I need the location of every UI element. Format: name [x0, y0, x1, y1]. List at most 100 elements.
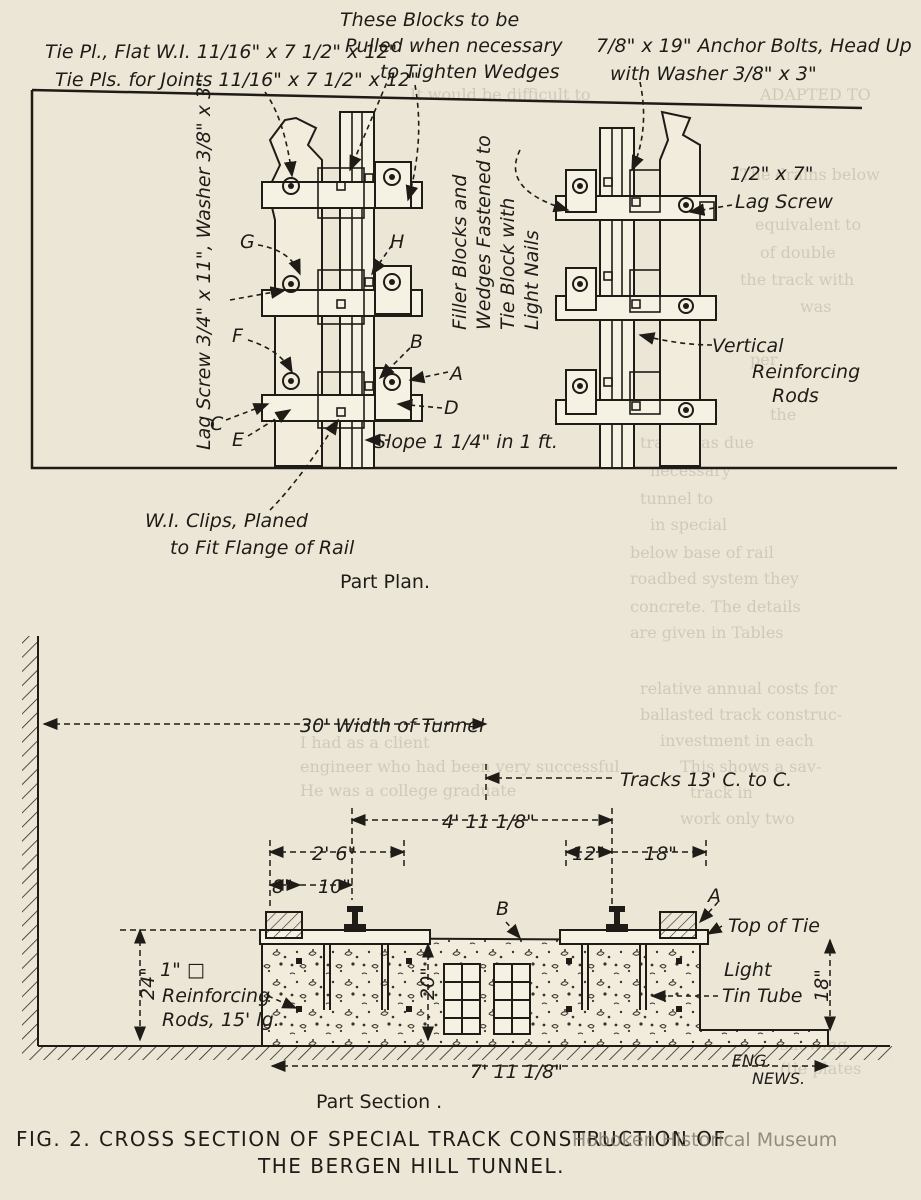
- bleed-line: I had as a client: [300, 733, 430, 752]
- blocks-label-3: to Tighten Wedges: [380, 61, 560, 83]
- bleed-line: relative annual costs for: [640, 679, 837, 698]
- leader-a: [408, 370, 449, 384]
- tie-plates-joints-label: Tie Pls. for Joints 11/16" x 7 1/2" x 12…: [55, 69, 419, 91]
- section-letter-a: A: [706, 885, 721, 907]
- filler-line-3: Tie Block with: [497, 198, 519, 330]
- blocks-label-1: These Blocks to be: [340, 9, 519, 31]
- leader-blocks-2: [349, 74, 391, 172]
- bleed-line: of double: [760, 243, 836, 262]
- tie-plate-label: Tie Pl., Flat W.I. 11/16" x 7 1/2" x 12": [45, 41, 397, 63]
- leader-vertical: [638, 332, 713, 346]
- clips-label-1: W.I. Clips, Planed: [145, 510, 309, 532]
- bleed-line: track in: [690, 783, 753, 802]
- caption-line-1: FIG. 2. CROSS SECTION OF SPECIAL TRACK C…: [16, 1127, 727, 1151]
- bleed-line: roadbed system they: [630, 569, 799, 588]
- leader-g: [257, 244, 301, 276]
- leader-clips: [269, 418, 339, 511]
- tracks-label: Tracks 13' C. to C.: [620, 769, 792, 791]
- dim-4-11-label: 4' 11 1/8": [442, 811, 535, 833]
- part-section: 30' Width of Tunnel Tracks 13' C. to C. …: [22, 636, 892, 1113]
- bleed-line: below base of rail: [630, 543, 774, 562]
- dim-10-label: 10": [318, 876, 351, 898]
- letter-c: C: [210, 413, 224, 435]
- part-plan-title: Part Plan.: [340, 571, 430, 593]
- dimension-lines: [42, 718, 836, 1072]
- leader-top-of-tie: [706, 922, 723, 935]
- leader-f: [247, 339, 293, 374]
- tin-tube-label: Tin Tube: [722, 985, 802, 1007]
- letter-a: A: [448, 363, 463, 385]
- bleed-line: work only two: [680, 809, 795, 828]
- bleed-through-text: It would be difficult to ADAPTED TO The …: [300, 85, 880, 1078]
- lag-screw-label: Lag Screw: [735, 191, 833, 213]
- left-rail-section: [344, 906, 366, 932]
- bleed-line: He was a college graduate: [300, 781, 516, 800]
- tunnel-width-label: 30' Width of Tunnel: [300, 715, 485, 737]
- top-of-tie-label: Top of Tie: [728, 915, 820, 937]
- reinf-label-3: Rods, 15' lg.: [162, 1009, 280, 1031]
- vertical-rods-label-1: Vertical: [712, 335, 784, 357]
- clips-label-2: to Fit Flange of Rail: [170, 537, 355, 559]
- letter-d: D: [444, 397, 459, 419]
- right-plate-row-3: [555, 369, 717, 425]
- reinf-label-1: 1" □: [160, 959, 205, 981]
- light-label: Light: [724, 959, 773, 981]
- bleed-line: equivalent to: [755, 215, 861, 234]
- credit-line-1: ENG.: [732, 1051, 772, 1070]
- filler-blocks-label: Filler Blocks and Wedges Fastened to Tie…: [449, 135, 543, 330]
- dim-7-11-label: 7' 11 1/8": [470, 1061, 563, 1083]
- ground-hatch: [22, 1046, 892, 1060]
- bleed-line: engineer who had been very successful: [300, 757, 620, 776]
- leader-anchor: [631, 81, 645, 172]
- anchor-label-2: with Washer 3/8" x 3": [610, 63, 817, 85]
- left-plate-row-2: [261, 265, 423, 325]
- dim-24-label: 24": [137, 967, 159, 1000]
- dim-18-top-label: 18": [644, 843, 677, 865]
- reinforcing-rods: [296, 958, 682, 1012]
- anchor-label-1: 7/8" x 19" Anchor Bolts, Head Up: [596, 35, 912, 57]
- leader-tie-plate: [264, 91, 297, 178]
- lag-screw-left-label: Lag Screw 3/4" x 11", Washer 3/8" x 3": [193, 78, 215, 450]
- right-plate-row-1: [555, 169, 717, 221]
- bleed-line: per: [750, 350, 778, 369]
- leader-blocks: [405, 84, 420, 202]
- section-letter-b: B: [496, 898, 509, 920]
- bleed-line: the: [770, 405, 796, 424]
- part-plan: Tie Pl., Flat W.I. 11/16" x 7 1/2" x 12"…: [30, 9, 912, 593]
- bleed-line: ADAPTED TO: [759, 85, 871, 104]
- bleed-line: tunnel to: [640, 489, 713, 508]
- right-tie-block: [659, 911, 697, 939]
- leader-h: [371, 244, 393, 276]
- vertical-rods-label-3: Rods: [772, 385, 819, 407]
- left-tie-block: [265, 911, 303, 939]
- anchor-bolts: [323, 944, 647, 1010]
- filler-line-2: Wedges Fastened to: [473, 135, 495, 330]
- leader-lag-screw: [688, 203, 733, 216]
- vertical-rods-label-2: Reinforcing: [752, 361, 860, 383]
- leader-b: [378, 347, 411, 380]
- drain-grid-left: [443, 963, 481, 1035]
- dim-8-label: 8": [272, 876, 293, 898]
- reinf-label-2: Reinforcing: [162, 985, 270, 1007]
- bleed-line: the track with: [740, 270, 854, 289]
- letter-f: F: [232, 325, 244, 347]
- slope-label: Slope 1 1/4" in 1 ft.: [374, 431, 558, 453]
- letter-g: G: [240, 231, 255, 253]
- bleed-line: concrete. The details: [630, 597, 801, 616]
- filler-line-4: Light Nails: [521, 230, 543, 330]
- lag-screw-size-label: 1/2" x 7": [730, 163, 813, 185]
- left-plate-row-1: [261, 161, 423, 219]
- letter-h: H: [390, 231, 404, 253]
- right-plate-row-2: [555, 267, 717, 321]
- tunnel-wall: [22, 636, 38, 1046]
- credit-line-2: NEWS.: [752, 1069, 805, 1088]
- dim-12-label: 12": [572, 843, 605, 865]
- filler-line-1: Filler Blocks and: [449, 174, 471, 330]
- bleed-line: was: [800, 297, 831, 316]
- dim-20-label: 20": [417, 967, 439, 1000]
- part-section-title: Part Section .: [316, 1091, 442, 1113]
- caption-line-2: THE BERGEN HILL TUNNEL.: [257, 1154, 565, 1178]
- blocks-label-2: Pulled when necessary: [345, 35, 563, 57]
